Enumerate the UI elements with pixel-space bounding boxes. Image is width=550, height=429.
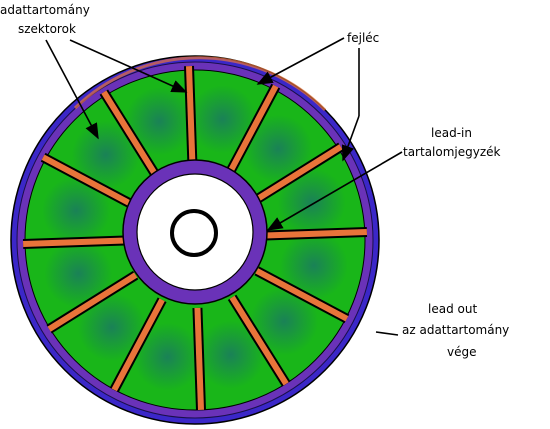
arrow-icon — [256, 37, 345, 85]
sector-spoke — [252, 144, 343, 204]
sector-spoke — [111, 298, 165, 392]
sector-shade — [133, 322, 202, 391]
sector-shading — [42, 85, 348, 391]
sector-shade — [77, 293, 146, 362]
arrow-icon — [375, 331, 399, 336]
sector-spoke — [264, 228, 367, 239]
sector-shade — [44, 239, 113, 308]
label-leadin-line1: lead-in — [431, 126, 472, 140]
arrow-icon — [45, 39, 99, 140]
sector-spoke — [255, 268, 349, 322]
sector-spoke — [41, 154, 135, 208]
label-data-sectors-line2: szektorok — [18, 22, 76, 36]
sector-shade — [188, 85, 257, 154]
center-hole — [170, 209, 218, 257]
label-data-sectors-line1: adattartomány — [0, 3, 90, 17]
sector-spoke — [185, 66, 196, 169]
sector-spoke — [229, 295, 289, 386]
label-leadout-line3: vége — [447, 345, 476, 359]
arrow-icon — [266, 151, 403, 231]
label-header: fejléc — [347, 31, 379, 45]
sector-spoke — [101, 90, 161, 181]
label-leadin-line2: tartalomjegyzék — [403, 145, 501, 159]
sector-shade — [250, 287, 319, 356]
sector-shade — [279, 231, 348, 300]
arrow-icon — [341, 115, 360, 162]
sector-shade — [125, 87, 194, 156]
sector-shade — [277, 168, 346, 237]
sector-spoke — [47, 272, 138, 332]
sector-shade — [42, 176, 111, 245]
label-leadout-line2: az adattartomány — [402, 323, 509, 337]
sector-spokes — [22, 65, 368, 411]
sector-shade — [244, 114, 313, 183]
label-leadout-line1: lead out — [428, 302, 477, 316]
sector-spoke — [23, 237, 126, 248]
header-arc — [73, 56, 327, 112]
arrow-icon — [69, 39, 188, 93]
sector-spoke — [225, 84, 279, 178]
sector-shade — [196, 320, 265, 389]
sector-spoke — [194, 307, 205, 410]
